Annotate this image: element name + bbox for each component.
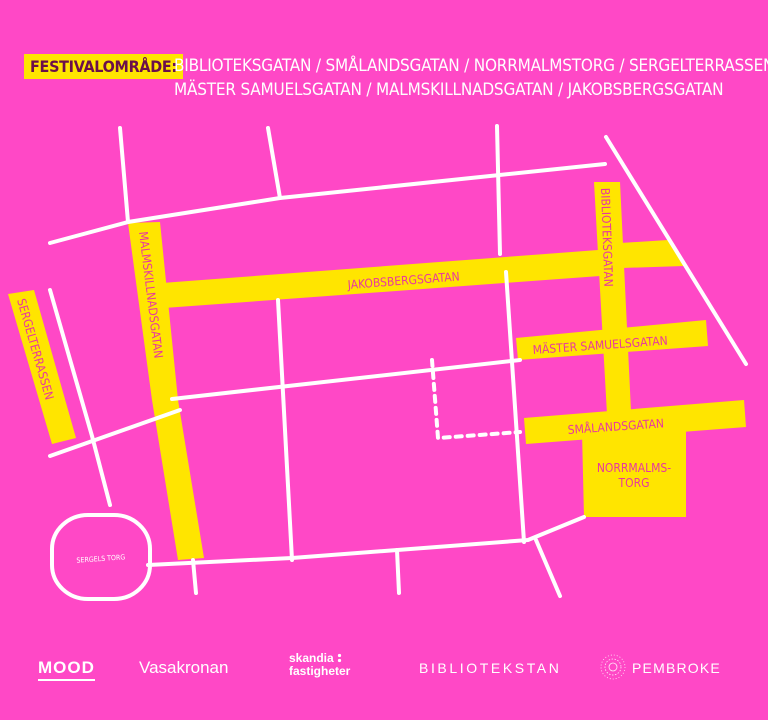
pembroke-flower-icon — [600, 654, 626, 680]
street-northern-diagonal — [48, 162, 607, 245]
label-norrmalmstorg-line1: NORRMALMS- — [597, 461, 671, 475]
label-smalandsgatan: SMÅLANDSGATAN — [567, 415, 664, 437]
mood-logo-text: MOOD — [38, 658, 95, 677]
street-mid-vertical — [276, 298, 294, 562]
street-mid-horizontal — [170, 358, 522, 401]
mood-logo-underline — [38, 679, 95, 681]
zone-smalandsgatan — [524, 400, 746, 444]
festival-streets-line-2: MÄSTER SAMUELSGATAN / MALMSKILLNADSGATAN… — [174, 80, 724, 100]
festival-map: JAKOBSBERGSGATAN MALMSKILLNADSGATAN BIBL… — [8, 124, 748, 601]
skandia-dots-icon — [336, 653, 342, 663]
bibliotekstan-logo: BIBLIOTEKSTAN — [419, 660, 562, 676]
street-south-spur-2 — [395, 548, 401, 595]
zone-biblioteksgatan-east — [620, 240, 684, 268]
street-north-right-vertical — [495, 124, 502, 256]
street-west-diagonal — [48, 288, 112, 507]
pembroke-logo: PEMBROKE — [632, 660, 721, 676]
label-sergels-torg: SERGELS TORG — [76, 553, 125, 564]
festival-area-label: FESTIVALOMRÅDE: — [24, 54, 183, 79]
label-norrmalmstorg-line2: TORG — [618, 476, 650, 490]
festival-streets-line-1: BIBLIOTEKSGATAN / SMÅLANDSGATAN / NORRMA… — [174, 56, 768, 76]
zone-malmskillnadsgatan — [128, 222, 204, 560]
street-north-mid-vertical — [266, 126, 282, 200]
label-biblioteksgatan: BIBLIOTEKSGATAN — [598, 188, 615, 287]
street-south-spur-1 — [191, 558, 198, 595]
dotted-path — [430, 358, 522, 440]
street-north-left-vertical — [118, 126, 130, 224]
vasakronan-logo: Vasakronan — [139, 658, 229, 677]
zone-sergelterrassen — [8, 290, 76, 444]
street-west-road — [48, 408, 182, 458]
street-southern-road — [146, 515, 586, 567]
zone-master-samuelsgatan — [516, 320, 708, 360]
skandia-logo-line2: fastigheter — [289, 664, 351, 678]
sergels-torg-circle — [50, 513, 152, 601]
street-south-spur-3 — [534, 538, 562, 598]
mood-logo: MOOD — [38, 658, 95, 681]
street-diagonal-north-east — [604, 135, 748, 366]
street-right-vertical — [504, 270, 526, 544]
street-lines — [48, 124, 748, 601]
zone-biblioteksgatan — [594, 182, 632, 432]
festival-area-zones — [8, 182, 746, 560]
zone-norrmalmstorg — [582, 430, 686, 517]
street-labels: JAKOBSBERGSGATAN MALMSKILLNADSGATAN BIBL… — [14, 188, 671, 565]
skandia-logo-line1: skandia — [289, 651, 334, 665]
zone-jakobsbergsgatan — [162, 250, 600, 308]
